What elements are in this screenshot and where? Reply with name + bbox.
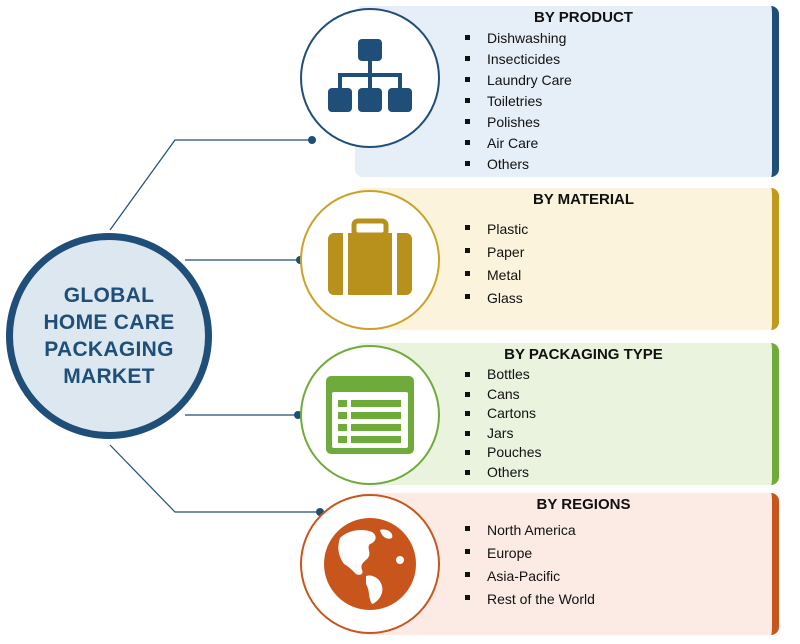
list-item: Metal [465,264,772,287]
connector-product [109,139,312,231]
segment-title: BY MATERIAL [532,191,635,208]
list-item: Jars [465,424,772,444]
list-item: Europe [465,542,772,565]
connector-regions [109,444,320,513]
segment-list: North America Europe Asia-Pacific Rest o… [355,519,772,611]
list-item: Laundry Care [465,70,772,91]
list-item: Dishwashing [465,28,772,49]
list-item: Others [465,463,772,483]
list-item: Bottles [465,365,772,385]
segment-list: Bottles Cans Cartons Jars Pouches Others [355,365,772,482]
list-item: Asia-Pacific [465,565,772,588]
product-icon-circle [300,8,440,148]
market-hub: GLOBAL HOME CARE PACKAGING MARKET [6,233,212,439]
globe-icon [324,518,416,610]
hub-title: GLOBAL HOME CARE PACKAGING MARKET [43,284,175,388]
list-item: Glass [465,287,772,310]
regions-icon-circle [300,494,440,634]
segment-title: BY REGIONS [536,496,631,513]
list-window-icon [326,376,414,454]
list-item: Cans [465,385,772,405]
list-item: Toiletries [465,91,772,112]
packaging-icon-circle [300,345,440,485]
segment-list: Dishwashing Insecticides Laundry Care To… [355,28,772,175]
list-item: Plastic [465,218,772,241]
list-item: Air Care [465,133,772,154]
list-item: Paper [465,241,772,264]
segment-title: BY PRODUCT [534,9,633,26]
segment-title: BY PACKAGING TYPE [504,346,663,363]
list-item: Cartons [465,404,772,424]
list-item: North America [465,519,772,542]
segment-list: Plastic Paper Metal Glass [355,218,772,310]
material-icon-circle [300,190,440,330]
list-item: Insecticides [465,49,772,70]
connector-dot-product [308,136,316,144]
hierarchy-icon [328,39,412,112]
suitcase-icon [328,218,412,295]
list-item: Pouches [465,443,772,463]
list-item: Rest of the World [465,588,772,611]
list-item: Others [465,154,772,175]
list-item: Polishes [465,112,772,133]
